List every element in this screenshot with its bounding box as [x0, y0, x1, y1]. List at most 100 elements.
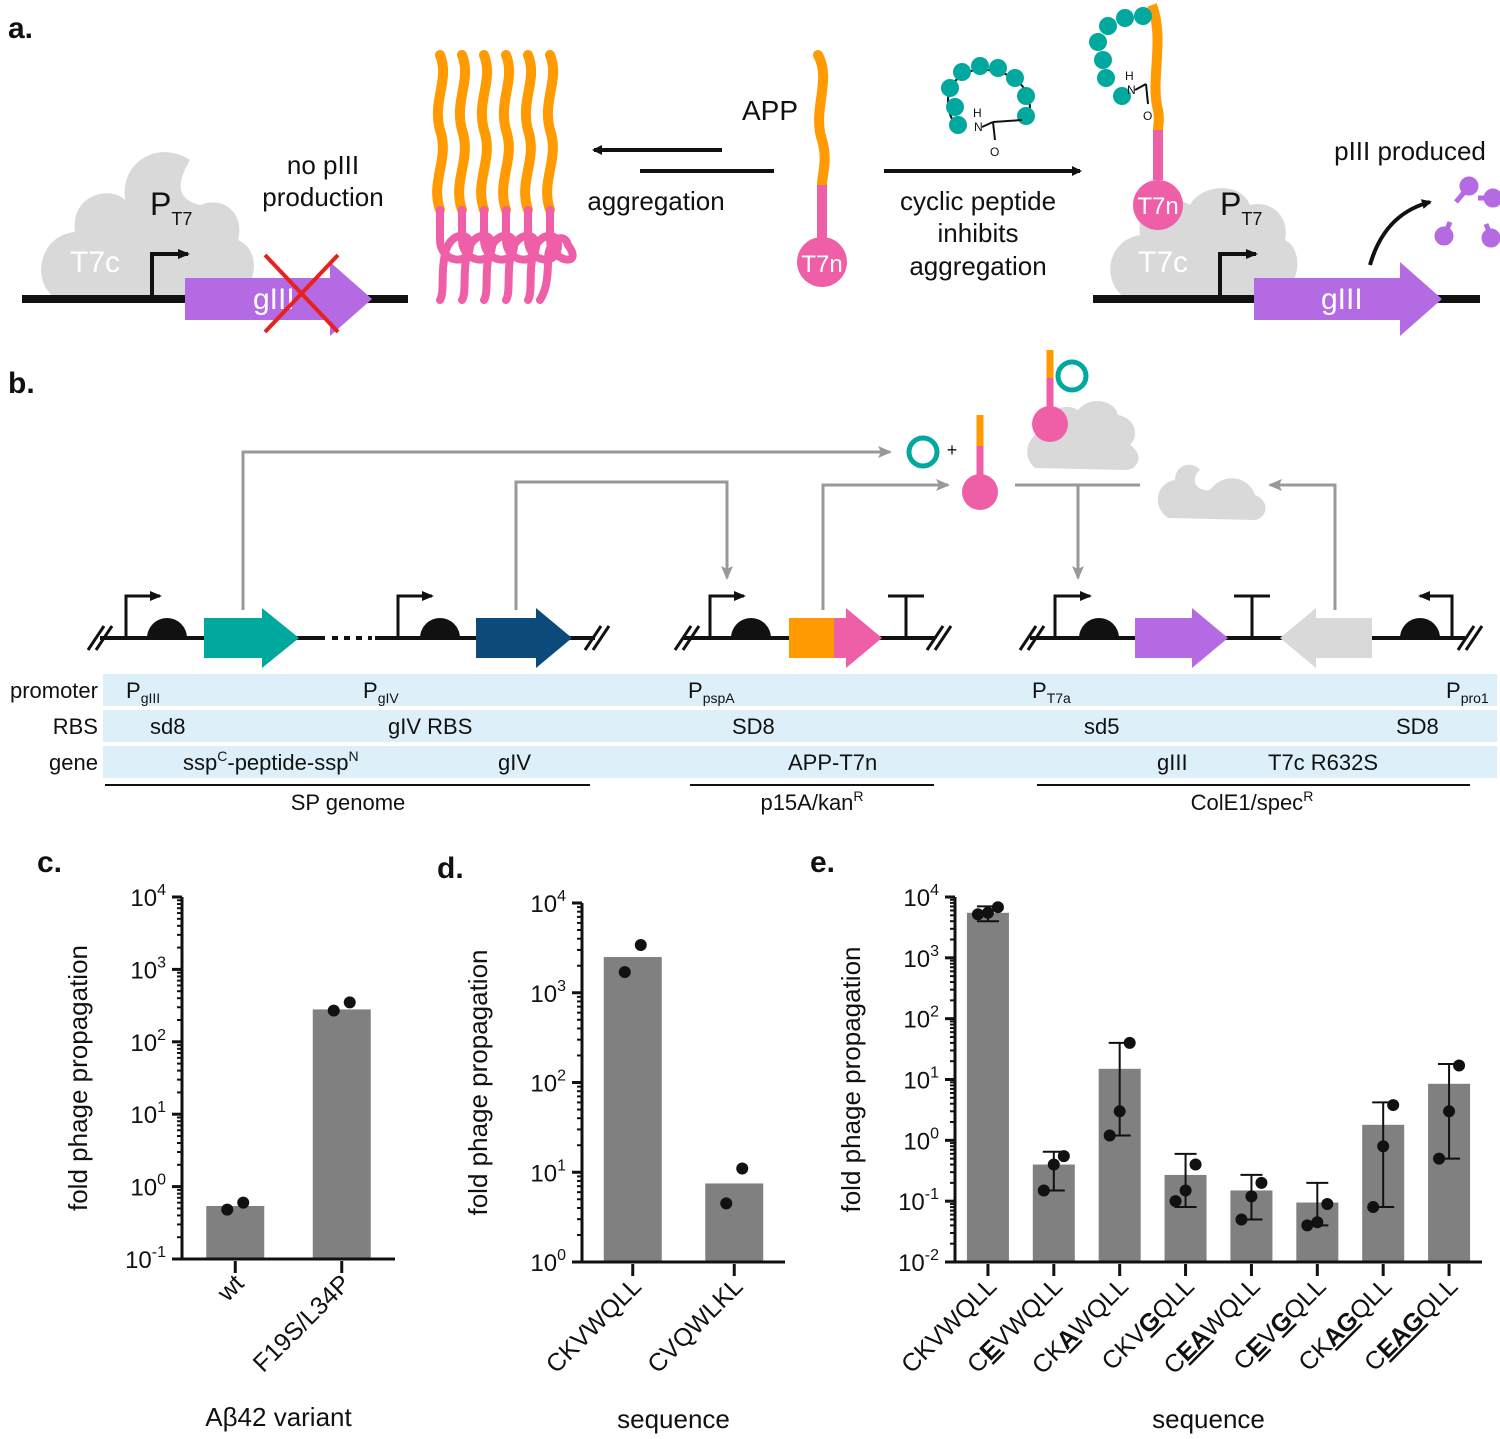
- giii-label-left: gIII: [253, 283, 295, 316]
- x-tick-label: F19S/L34P: [248, 1269, 356, 1377]
- y-tick-label: 101: [130, 1099, 166, 1129]
- no-piii-line2: production: [262, 182, 383, 212]
- x-axis-label: Aβ42 variant: [205, 1402, 352, 1432]
- gene-app-t7n: APP-T7n: [788, 750, 877, 775]
- row-label-rbs: RBS: [53, 714, 98, 739]
- data-point: [1443, 1105, 1456, 1118]
- construct-sp-genome: [86, 591, 611, 668]
- atom-o-free: O: [990, 145, 999, 159]
- data-point: [1245, 1190, 1258, 1203]
- parts-table: promoter RBS gene PgIII PgIV PpspA PT7a …: [10, 674, 1497, 815]
- bar: [966, 912, 1009, 1262]
- y-axis-label: fold phage propagation: [836, 946, 866, 1212]
- data-point: [1433, 1152, 1446, 1165]
- piii-produced-label: pIII produced: [1334, 136, 1486, 166]
- data-point: [1311, 1216, 1324, 1229]
- aggregate-orange-strands: [432, 50, 559, 215]
- giv-gene: [476, 608, 572, 668]
- promoter-label-left: PT7: [150, 186, 192, 229]
- data-point: [1387, 1099, 1400, 1112]
- y-tick-label: 103: [530, 978, 566, 1008]
- promoter-arrow-left: [150, 249, 190, 296]
- y-tick-label: 100: [130, 1172, 166, 1202]
- right-construct: T7c PT7 gIII T7n H N O pIII produced: [1089, 3, 1500, 336]
- data-point: [1453, 1059, 1466, 1072]
- row-label-promoter: promoter: [10, 678, 98, 703]
- group-p15a: p15A/kanR: [760, 788, 863, 815]
- data-point: [1123, 1036, 1136, 1049]
- data-point: [720, 1197, 733, 1210]
- panel-label: e.: [810, 846, 835, 879]
- y-tick-label: 10-1: [898, 1186, 939, 1216]
- promoter-pt7a: PT7a: [1032, 678, 1071, 706]
- promoter-pgiii: PgIII: [126, 678, 160, 706]
- atom-n-bound: N: [1127, 83, 1136, 97]
- panel-label: d.: [437, 852, 464, 885]
- atom-h-free: H: [973, 106, 982, 120]
- app-segment: [789, 618, 834, 658]
- y-tick-label: 101: [530, 1157, 566, 1187]
- gene-ssp-peptide: sspC-peptide-sspN: [183, 748, 359, 775]
- panel-b-label: b.: [8, 367, 35, 400]
- row-label-gene: gene: [49, 750, 98, 775]
- atom-h-bound: H: [1125, 69, 1134, 83]
- atom-n-free: N: [974, 120, 983, 134]
- panel-a: a. T7c PT7 gIII no pIII production: [8, 3, 1500, 336]
- x-axis-label: sequence: [617, 1404, 730, 1434]
- t7c-polymerase-cloud-left: [41, 152, 254, 298]
- rbs-giv: gIV RBS: [388, 714, 472, 739]
- y-axis-label: fold phage propagation: [463, 949, 493, 1215]
- gene-giii: gIII: [1157, 750, 1188, 775]
- t7n-label-monomer: T7n: [801, 251, 842, 278]
- rbs-sd8: sd8: [150, 714, 185, 739]
- data-point: [1235, 1213, 1248, 1226]
- data-point: [1103, 1129, 1116, 1142]
- bar: [705, 1183, 764, 1262]
- promoter-label-right: PT7: [1220, 186, 1262, 229]
- rbs-sd8-p15a: SD8: [732, 714, 775, 739]
- atom-o-bound: O: [1143, 109, 1152, 123]
- left-construct: T7c PT7 gIII no pIII production: [22, 150, 408, 336]
- data-point: [991, 901, 1004, 914]
- inhibit-line2: inhibits: [938, 218, 1019, 248]
- inhibit-line3: aggregation: [909, 251, 1046, 281]
- gene-t7c: T7c R632S: [1268, 750, 1378, 775]
- data-point: [1301, 1219, 1314, 1232]
- rbs-sd5: sd5: [1084, 714, 1119, 739]
- bar: [206, 1205, 265, 1259]
- panel-b-mechanism: +: [906, 350, 1266, 520]
- panel-label: c.: [37, 846, 62, 879]
- x-axis-label: sequence: [1152, 1404, 1265, 1434]
- app-aggregate: [432, 50, 577, 304]
- data-point: [1189, 1158, 1202, 1171]
- data-point: [618, 966, 631, 979]
- y-tick-label: 100: [903, 1125, 939, 1155]
- y-tick-label: 10-1: [125, 1244, 166, 1274]
- bar: [603, 957, 662, 1262]
- rbs-sd8-cole1: SD8: [1396, 714, 1439, 739]
- y-tick-label: 101: [903, 1065, 939, 1095]
- data-point: [634, 939, 647, 952]
- y-tick-label: 10-2: [898, 1247, 939, 1277]
- data-point: [1377, 1140, 1390, 1153]
- no-piii-line1: no pIII: [287, 150, 359, 180]
- bar: [312, 1009, 371, 1259]
- construct-p15a: [673, 591, 953, 668]
- gene-giv: gIV: [498, 750, 531, 775]
- plus-sign: +: [947, 440, 958, 460]
- data-point: [1037, 1184, 1050, 1197]
- inhibit-line1: cyclic peptide: [900, 186, 1056, 216]
- giii-gene-b: [1135, 608, 1228, 668]
- promoter-ppro1: Ppro1: [1446, 678, 1489, 706]
- t7c-gene: [1280, 608, 1372, 668]
- aggregation-label: aggregation: [587, 186, 724, 216]
- t7n-label-bound: T7n: [1137, 193, 1178, 220]
- group-sp-genome: SP genome: [291, 790, 406, 815]
- data-point: [981, 906, 994, 919]
- data-point: [237, 1196, 250, 1209]
- y-tick-label: 104: [530, 888, 566, 918]
- aggregate-pink-coils: [436, 206, 577, 304]
- promoter-arrow-right: [1218, 249, 1258, 296]
